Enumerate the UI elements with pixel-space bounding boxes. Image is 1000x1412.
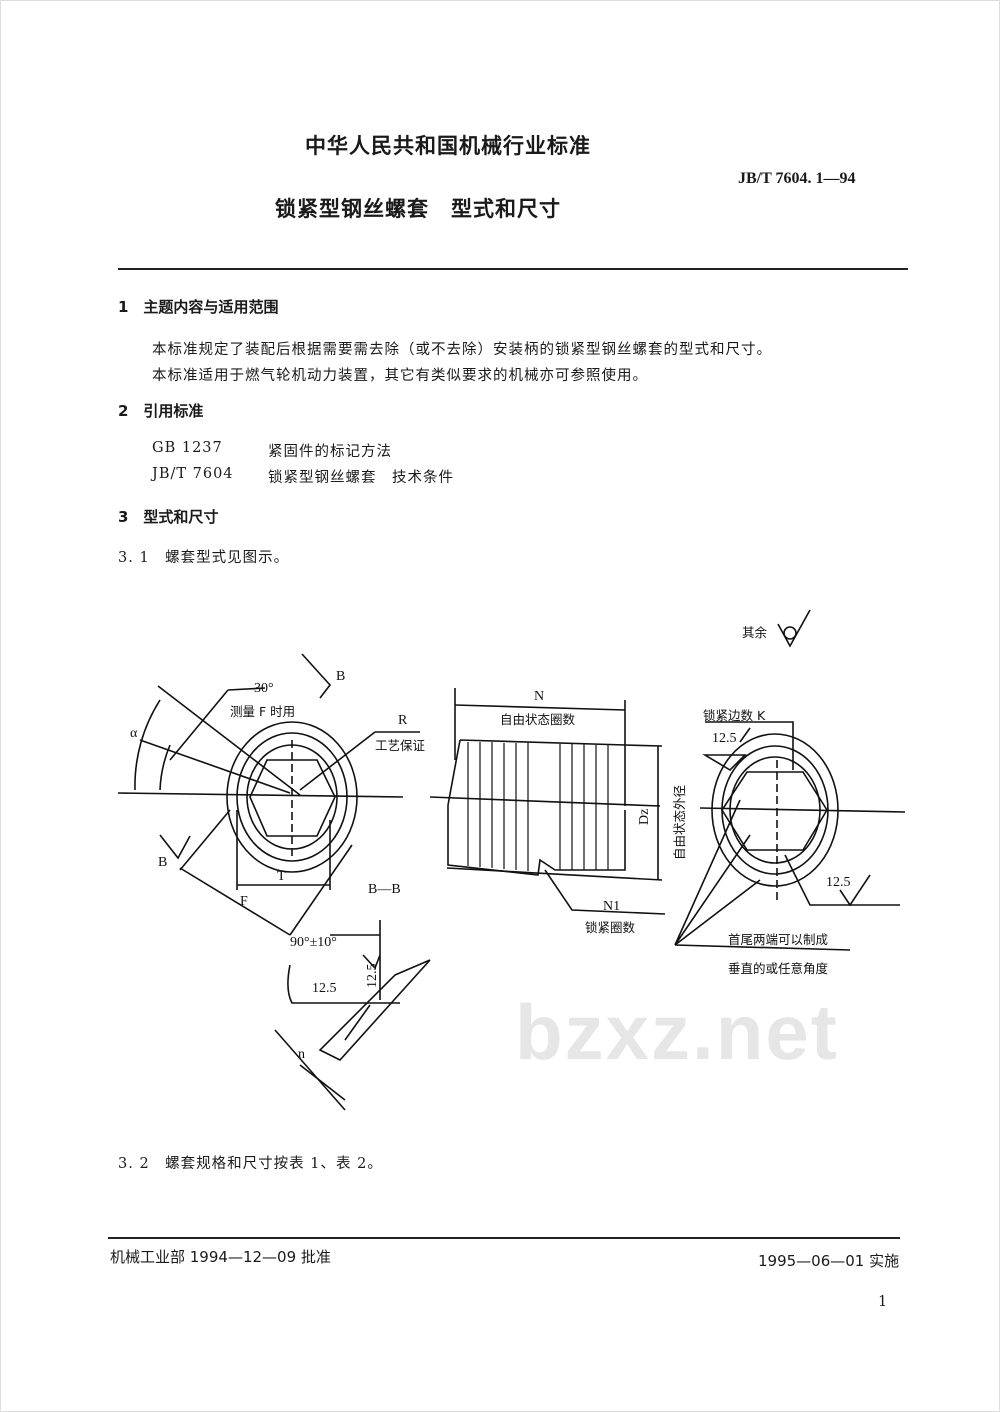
ends-note-2: 垂直的或任意角度 [728,961,829,976]
section-bb-view [274,920,431,1111]
alpha-label: α [130,726,138,741]
section-b-label: B [336,669,345,684]
section-3-2: 3. 2 螺套规格和尺寸按表 1、表 2。 [118,1156,383,1172]
ref-title: 锁紧型钢丝螺套 技术条件 [268,470,454,486]
n-small-label: n [298,1047,305,1062]
footer-rule [108,1237,900,1239]
roughness-symbol-icon [777,609,811,648]
lock-coils-label: 锁紧圈数 [585,920,636,935]
approval-date: 机械工业部 1994—12—09 批准 [110,1248,331,1266]
ends-note-1: 首尾两端可以制成 [728,932,828,947]
ref-code: JB/T 7604 [152,466,234,482]
doc-title: 锁紧型钢丝螺套 型式和尺寸 [275,197,561,221]
measure-f-label: 测量 F 时用 [230,704,295,719]
section-1-para-2: 本标准适用于燃气轮机动力装置，其它有类似要求的机械亦可参照使用。 [152,368,648,384]
standard-code: JB/T 7604. 1—94 [738,170,856,187]
section-3-1: 3. 1 螺套型式见图示。 [118,550,290,566]
rest-label: 其余 [742,625,768,640]
f-label: F [240,894,248,909]
section-2-heading: 2 引用标准 [118,402,204,420]
coil-turns [467,742,609,871]
angle-90-label: 90°±10° [290,935,337,950]
section-1-heading: 1 主题内容与适用范围 [118,298,279,316]
section-1-para-1: 本标准规定了装配后根据需要需去除（或不去除）安装柄的锁紧型钢丝螺套的型式和尺寸。 [152,342,772,358]
end-view-right [674,721,906,951]
radius-label: R [398,713,408,728]
roughness-value: 12.5 [365,964,380,989]
implementation-date: 1995—06—01 实施 [758,1252,900,1270]
section-b-label: B [158,855,167,870]
section-bb-label: B—B [368,882,401,897]
watermark: bzxz.net [515,988,839,1076]
section-3-heading: 3 型式和尺寸 [118,508,219,526]
free-coils-label: 自由状态圈数 [500,712,576,727]
t-label: T [277,869,286,884]
n-label: N [534,689,544,704]
org-title: 中华人民共和国机械行业标准 [305,134,591,158]
free-od-label: 自由状态外径 [672,785,687,860]
dz-label: Dz [637,809,652,825]
coil-side-view [429,688,666,915]
end-view-left [117,653,420,936]
process-label: 工艺保证 [375,738,426,753]
n1-label: N1 [603,899,620,914]
angle-30-label: 30° [254,681,274,696]
roughness-value: 12.5 [826,875,851,890]
header-rule [118,268,908,270]
lock-sides-label: 锁紧边数 K [703,708,766,723]
roughness-value: 12.5 [712,731,737,746]
ref-title: 紧固件的标记方法 [268,444,392,460]
roughness-value: 12.5 [312,981,337,996]
ref-code: GB 1237 [152,440,223,456]
page-number: 1 [878,1294,889,1310]
